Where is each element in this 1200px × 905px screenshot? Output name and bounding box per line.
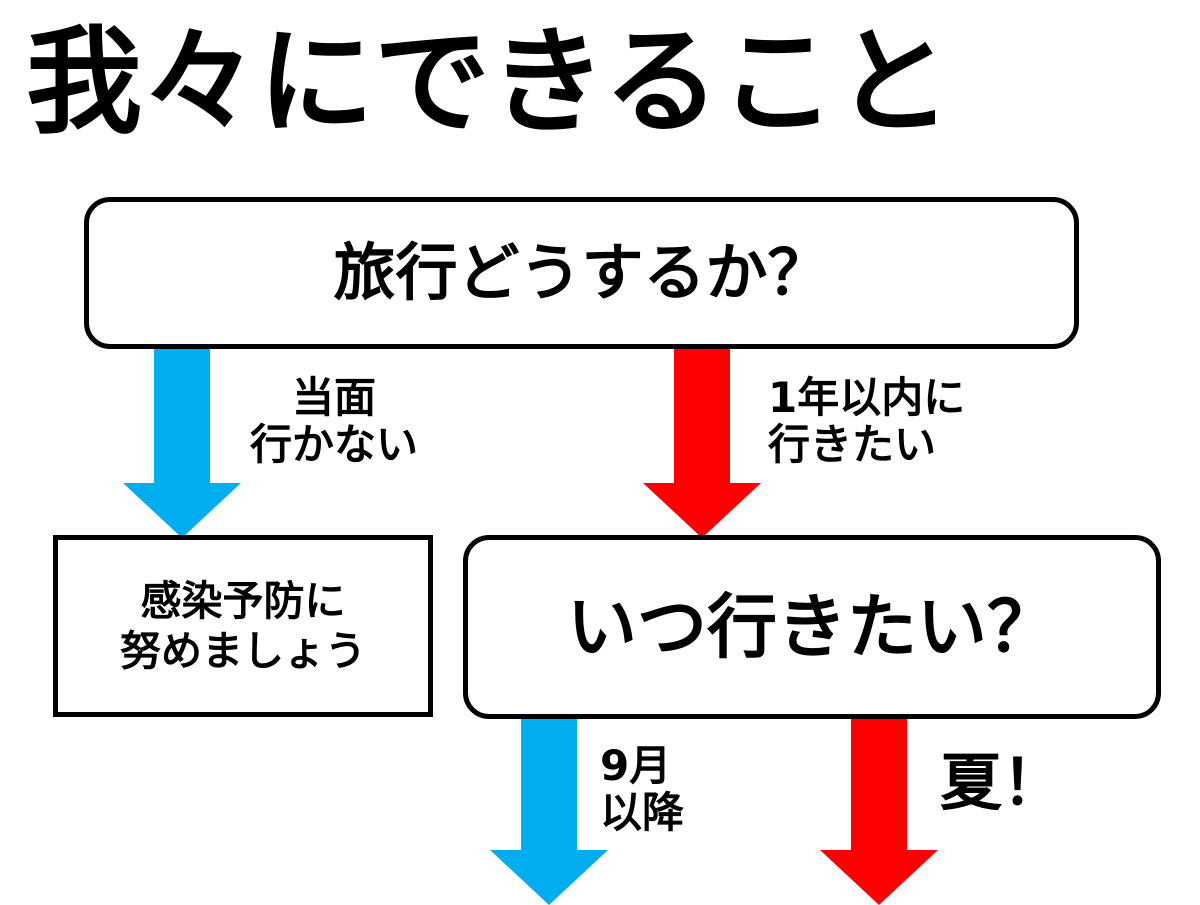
edge-label-no-travel: 当面 行かない [250,373,419,470]
node-travel-question[interactable]: 旅行どうするか？ [84,197,1079,349]
arrow-head [490,850,608,905]
arrow-head [643,483,761,538]
node-when-question-label: いつ行きたい？ [567,586,1057,668]
arrow-head [123,483,241,538]
edge-label-within-year: 1年以内に 行きたい [768,373,966,470]
edge-label-summer: 夏！ [940,746,1065,819]
node-travel-question-label: 旅行どうするか？ [333,236,830,309]
arrow-within-year-icon [643,349,761,538]
arrow-summer-icon [820,719,938,905]
page-title: 我々にできること [26,15,952,150]
arrow-september-icon [490,719,608,905]
node-prevent-infection[interactable]: 感染予防に 努めましょう [53,535,433,717]
node-when-question[interactable]: いつ行きたい？ [463,535,1161,719]
arrow-no-travel-icon [123,349,241,538]
node-prevent-infection-label: 感染予防に 努めましょう [120,576,366,675]
arrow-shaft [154,349,210,483]
arrow-shaft [521,719,577,850]
arrow-shaft [851,719,907,850]
arrow-shaft [674,349,730,483]
edge-label-september: 9月 以降 [600,741,685,838]
arrow-head [820,850,938,905]
